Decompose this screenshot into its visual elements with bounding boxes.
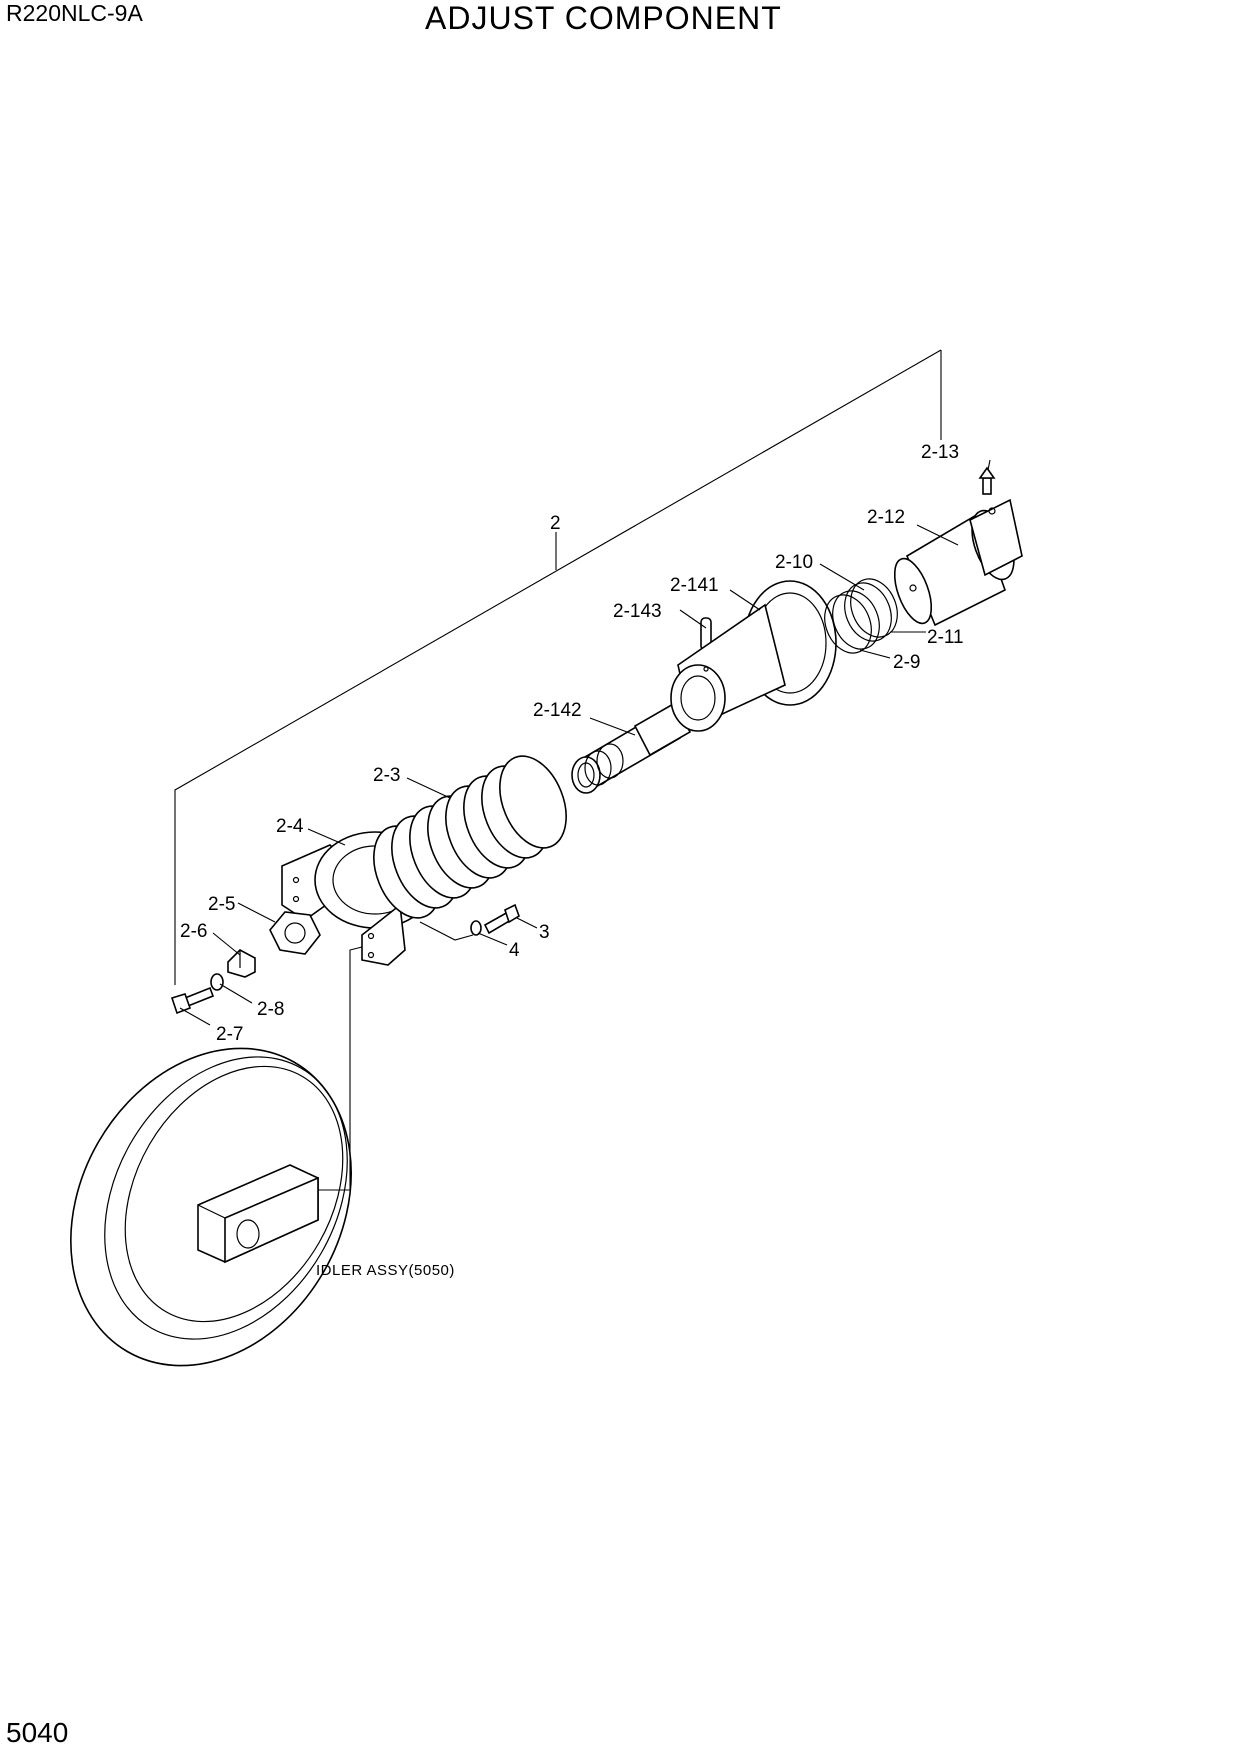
callout-labels: 2 2-13 2-12 2-10 2-141 2-143 2-11 2-9 2-…: [180, 442, 964, 1279]
leader-lines: [179, 459, 991, 1026]
assembly-bracket-2: [174, 349, 942, 985]
page-number: 5040: [6, 1717, 69, 1748]
label-2-12: 2-12: [867, 507, 905, 528]
model-name: R220NLC-9A: [6, 0, 143, 26]
label-2-5: 2-5: [208, 894, 235, 915]
part-2-142-rod: [571, 701, 692, 794]
part-4-washer: [470, 920, 482, 936]
label-2-9: 2-9: [893, 652, 920, 673]
label-2-4: 2-4: [276, 816, 304, 837]
part-2-7-bolt: [170, 986, 215, 1015]
part-2-12-piston: [893, 498, 1023, 627]
part-2-13-grease-fitting: [978, 466, 996, 495]
label-2-11: 2-11: [927, 627, 964, 648]
idler-assembly: [70, 944, 371, 1367]
label-2-7: 2-7: [216, 1024, 243, 1045]
part-2-8-washer: [210, 973, 224, 991]
part-3-bolt: [483, 903, 520, 935]
part-2-3-spring: [373, 755, 567, 919]
label-2-141: 2-141: [670, 575, 719, 596]
label-2-13: 2-13: [921, 442, 959, 463]
label-2-10: 2-10: [775, 552, 813, 573]
label-3: 3: [539, 922, 550, 943]
part-2-141-cylinder: [670, 580, 837, 732]
page-title: ADJUST COMPONENT: [425, 0, 782, 36]
label-2: 2: [550, 513, 561, 534]
idler-assy-label: IDLER ASSY(5050): [316, 1262, 455, 1279]
label-2-3: 2-3: [373, 765, 400, 786]
label-2-8: 2-8: [257, 999, 284, 1020]
label-2-143: 2-143: [613, 601, 662, 622]
part-2-6-lock-plate: [227, 949, 256, 978]
label-2-6: 2-6: [180, 921, 207, 942]
label-4: 4: [509, 940, 520, 961]
part-2-5-nut: [269, 911, 321, 955]
label-2-142: 2-142: [533, 700, 582, 721]
part-2-9-2-10-2-11-seals: [824, 578, 898, 654]
